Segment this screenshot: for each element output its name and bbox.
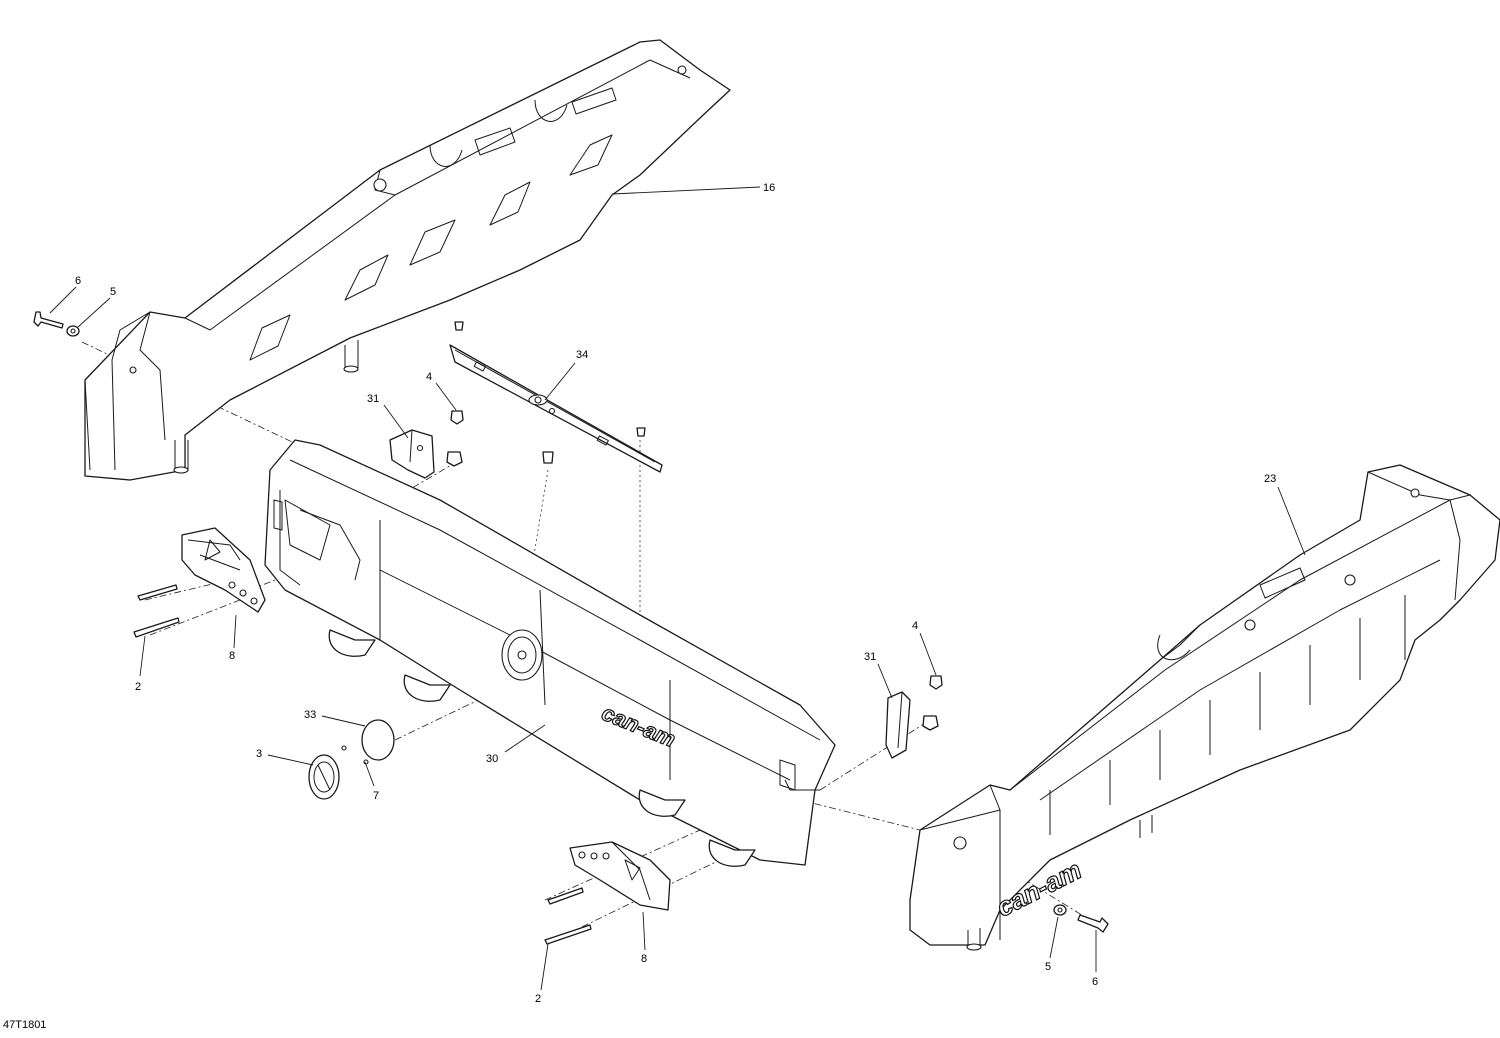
bracket-plate-part [449,321,663,473]
left-side-rail-part [84,39,731,481]
callout-30: 30 [486,753,498,765]
callout-31-right: 31 [864,651,876,663]
emblem-group [308,719,395,800]
callout-34: 34 [576,349,588,361]
callout-31-left: 31 [367,393,379,405]
callout-leaders [49,186,1306,991]
callout-5-left: 5 [110,286,116,298]
callout-4-left: 4 [426,371,432,383]
callout-8-left: 8 [229,650,235,662]
callout-16: 16 [763,182,775,194]
callout-4-right: 4 [912,620,918,632]
right-bracket-31 [885,691,911,759]
callout-33: 33 [304,709,316,721]
callout-6-right: 6 [1092,976,1098,988]
left-bolts-2 [133,584,180,638]
callout-8-right: 8 [641,953,647,965]
callout-7: 7 [373,790,379,802]
callout-6-left: 6 [75,275,81,287]
callout-labels: 16 6 5 34 4 31 23 8 2 4 31 33 3 7 30 8 2… [75,182,1276,1005]
left-fasteners [33,311,80,337]
callout-2-left: 2 [135,681,141,693]
right-fasteners [1053,904,1109,933]
cover-plate-33 [361,719,395,761]
left-hinge-part [181,527,266,613]
callout-23: 23 [1264,473,1276,485]
callout-3: 3 [256,748,262,760]
nut-parts-right [922,675,943,731]
right-bolts-2 [544,887,592,945]
center-bumper-part: can-am [264,439,836,867]
right-side-rail-part: can-am [909,464,1500,951]
left-bracket-31 [389,429,435,479]
callout-5-right: 5 [1045,961,1051,973]
drawing-reference-number: 47T1801 [3,1019,47,1031]
right-hinge-part [569,841,671,911]
callout-2-right: 2 [535,993,541,1005]
nut-parts-left [446,410,464,467]
